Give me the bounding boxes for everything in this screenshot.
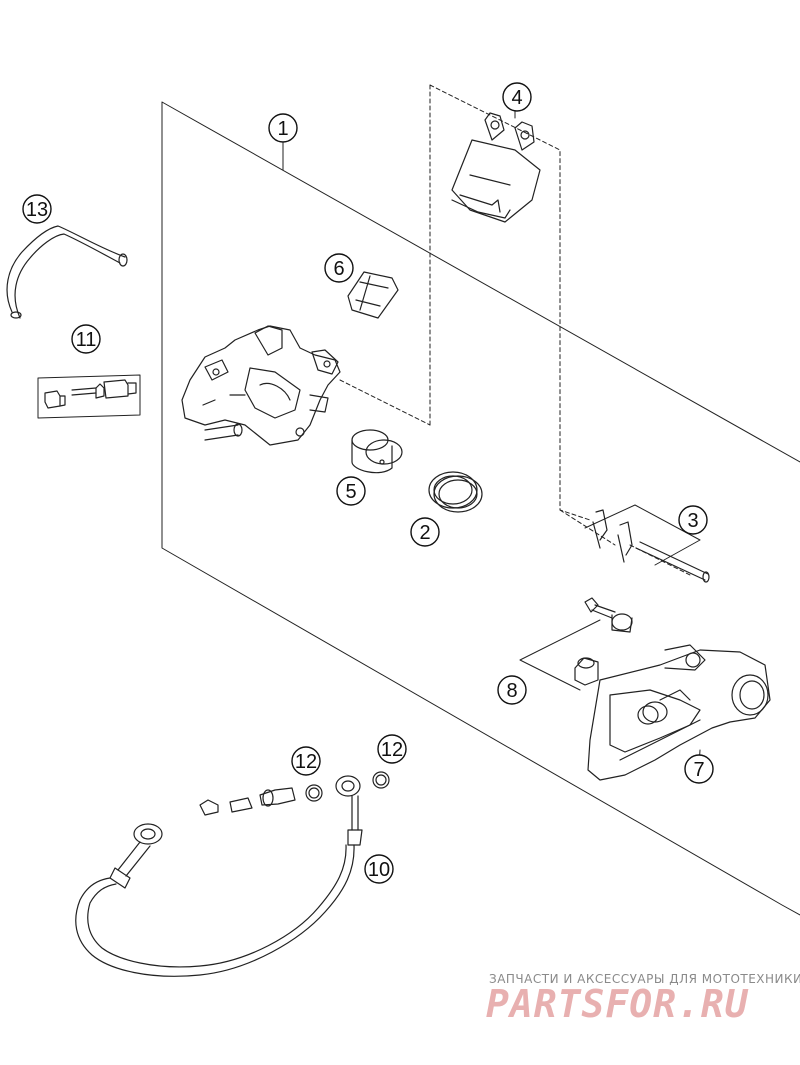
caliper-body (181, 325, 341, 446)
callout-8 (497, 675, 527, 705)
callout-label-4: 4 (511, 87, 522, 109)
callout-1 (268, 113, 298, 143)
callout-label-8: 8 (506, 680, 517, 702)
callout-12b (377, 734, 407, 764)
callout-13 (22, 194, 52, 224)
callout-label-7: 7 (693, 759, 704, 781)
callout-7 (684, 754, 714, 784)
callout-label-5: 5 (345, 481, 356, 503)
brake-bracket-7 (587, 644, 771, 781)
callout-label-13: 13 (26, 199, 48, 221)
callout-3 (678, 505, 708, 535)
piston-5 (351, 429, 403, 474)
callout-11 (71, 324, 101, 354)
brake-line-10 (75, 775, 363, 977)
pad-clip-6 (347, 271, 399, 319)
pin-clips-3 (592, 509, 710, 583)
assembly-frame-1 (161, 101, 800, 916)
watermark-tagline: ЗАПЧАСТИ И АКСЕССУАРЫ ДЛЯ МОТОТЕХНИКИ (489, 972, 800, 986)
caliper-pad-dash (339, 379, 431, 426)
bracket-frame-8 (519, 619, 601, 691)
callout-12a (291, 746, 321, 776)
piston-seal-2 (428, 471, 483, 513)
callout-5 (336, 476, 366, 506)
callout-4 (502, 82, 532, 112)
callout-label-12b: 12 (381, 739, 403, 761)
hose-13 (6, 225, 128, 319)
callout-label-6: 6 (333, 258, 344, 280)
brake-pads-4 (451, 112, 541, 223)
callout-label-10: 10 (368, 859, 390, 881)
callout-label-3: 3 (687, 510, 698, 532)
pin-dash (559, 509, 691, 576)
bleeder-set-11 (37, 374, 141, 419)
banjo-bolt-washers-12 (199, 771, 390, 816)
callout-6 (324, 253, 354, 283)
bracket-bolts-8 (574, 597, 633, 686)
pin-frame (584, 504, 701, 566)
callout-2 (410, 517, 440, 547)
callout-label-12a: 12 (295, 751, 317, 773)
watermark-brand-logo: PARTSFOR.RU (486, 982, 749, 1026)
callout-label-1: 1 (277, 118, 288, 140)
callout-label-2: 2 (419, 522, 430, 544)
callout-10 (364, 854, 394, 884)
pad-frame-dashed (429, 84, 591, 521)
callout-label-11: 11 (76, 329, 97, 351)
